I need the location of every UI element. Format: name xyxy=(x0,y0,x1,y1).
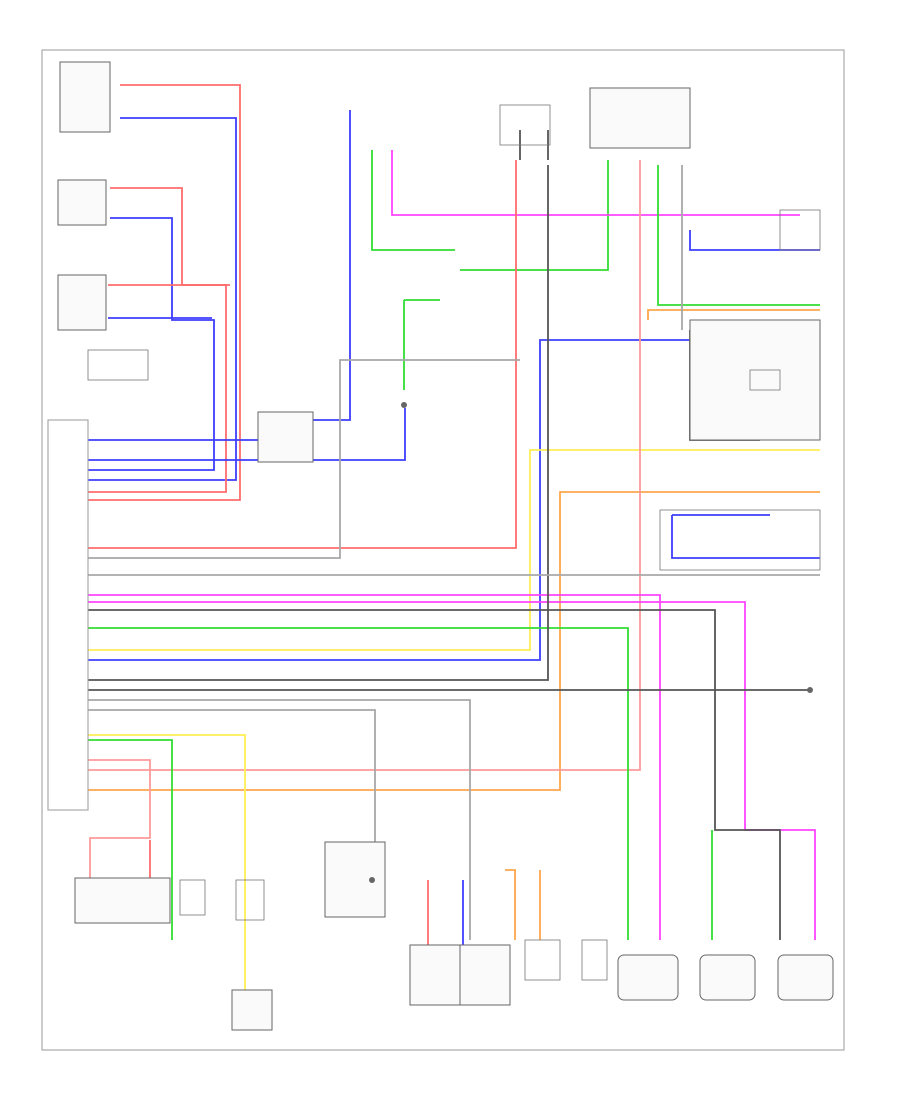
wire-orange-2 xyxy=(647,309,820,320)
wire-blue-top xyxy=(88,117,237,481)
wire-green-2 xyxy=(88,627,629,940)
splice-1 xyxy=(401,402,407,408)
right-inner-relay xyxy=(749,369,781,391)
wire-orange-b xyxy=(505,869,516,940)
wire-blue-main xyxy=(88,339,820,661)
wheel-sensor-1 xyxy=(617,954,679,1001)
wire-green-r xyxy=(657,165,820,306)
sensor-top-left xyxy=(59,61,111,133)
wire-gray-5 xyxy=(88,709,376,880)
wire-blue-yaw2 xyxy=(88,408,406,461)
right-module xyxy=(689,319,821,441)
data-link-connector xyxy=(524,939,561,981)
splice-2 xyxy=(369,877,375,883)
vsa-off-switch xyxy=(581,939,608,981)
bottom-left-module xyxy=(74,877,171,924)
wire-pink-1 xyxy=(88,160,641,771)
yaw-rate-sensor xyxy=(257,411,314,463)
wire-blue-r xyxy=(689,230,820,251)
wire-green-ign3 xyxy=(403,299,440,390)
sensor-left-rear xyxy=(57,274,107,331)
wire-red-top xyxy=(88,84,241,501)
wire-pink-2 xyxy=(88,759,151,880)
wires xyxy=(88,84,820,1010)
ignition-block xyxy=(499,104,551,146)
sensor-right-front xyxy=(57,179,107,226)
wire-gray-4 xyxy=(88,699,471,940)
wire-gray-1 xyxy=(88,359,520,559)
brake-switch xyxy=(324,841,386,918)
wire-orange-1 xyxy=(88,491,820,791)
bottom-relay xyxy=(235,879,265,921)
wire-magenta-stop xyxy=(391,150,800,216)
wire-green-3 xyxy=(88,739,173,940)
wheel-sensor-3 xyxy=(777,954,834,1001)
wire-green-ign2 xyxy=(460,160,609,271)
page-frame xyxy=(41,49,845,1051)
components xyxy=(47,61,834,1031)
wire-gray-6 xyxy=(88,609,781,940)
splice-3 xyxy=(807,687,813,693)
wire-magenta-3 xyxy=(88,601,816,940)
stop-lamp-switch xyxy=(779,209,821,251)
wire-blue-rf xyxy=(88,217,215,471)
wheel-sensor-2 xyxy=(699,954,756,1001)
right-lower-module xyxy=(659,509,821,571)
brake-pressure-sensor xyxy=(231,989,273,1031)
abs-connector xyxy=(87,349,149,381)
wire-magenta-2 xyxy=(88,594,661,940)
wire-red-rf xyxy=(88,187,227,493)
wire-yellow-2 xyxy=(88,734,246,1010)
control-module xyxy=(47,419,89,811)
fuse-bottom-left xyxy=(179,879,206,916)
wire-red-cruise xyxy=(88,160,517,549)
fuse-relay-block xyxy=(589,87,691,149)
wire-blue-r2 xyxy=(671,515,820,559)
wire-blue-yaw xyxy=(310,110,351,421)
wire-green-ign xyxy=(371,150,455,251)
wire-yellow-main xyxy=(88,449,820,651)
wire-gray-2 xyxy=(88,165,549,681)
